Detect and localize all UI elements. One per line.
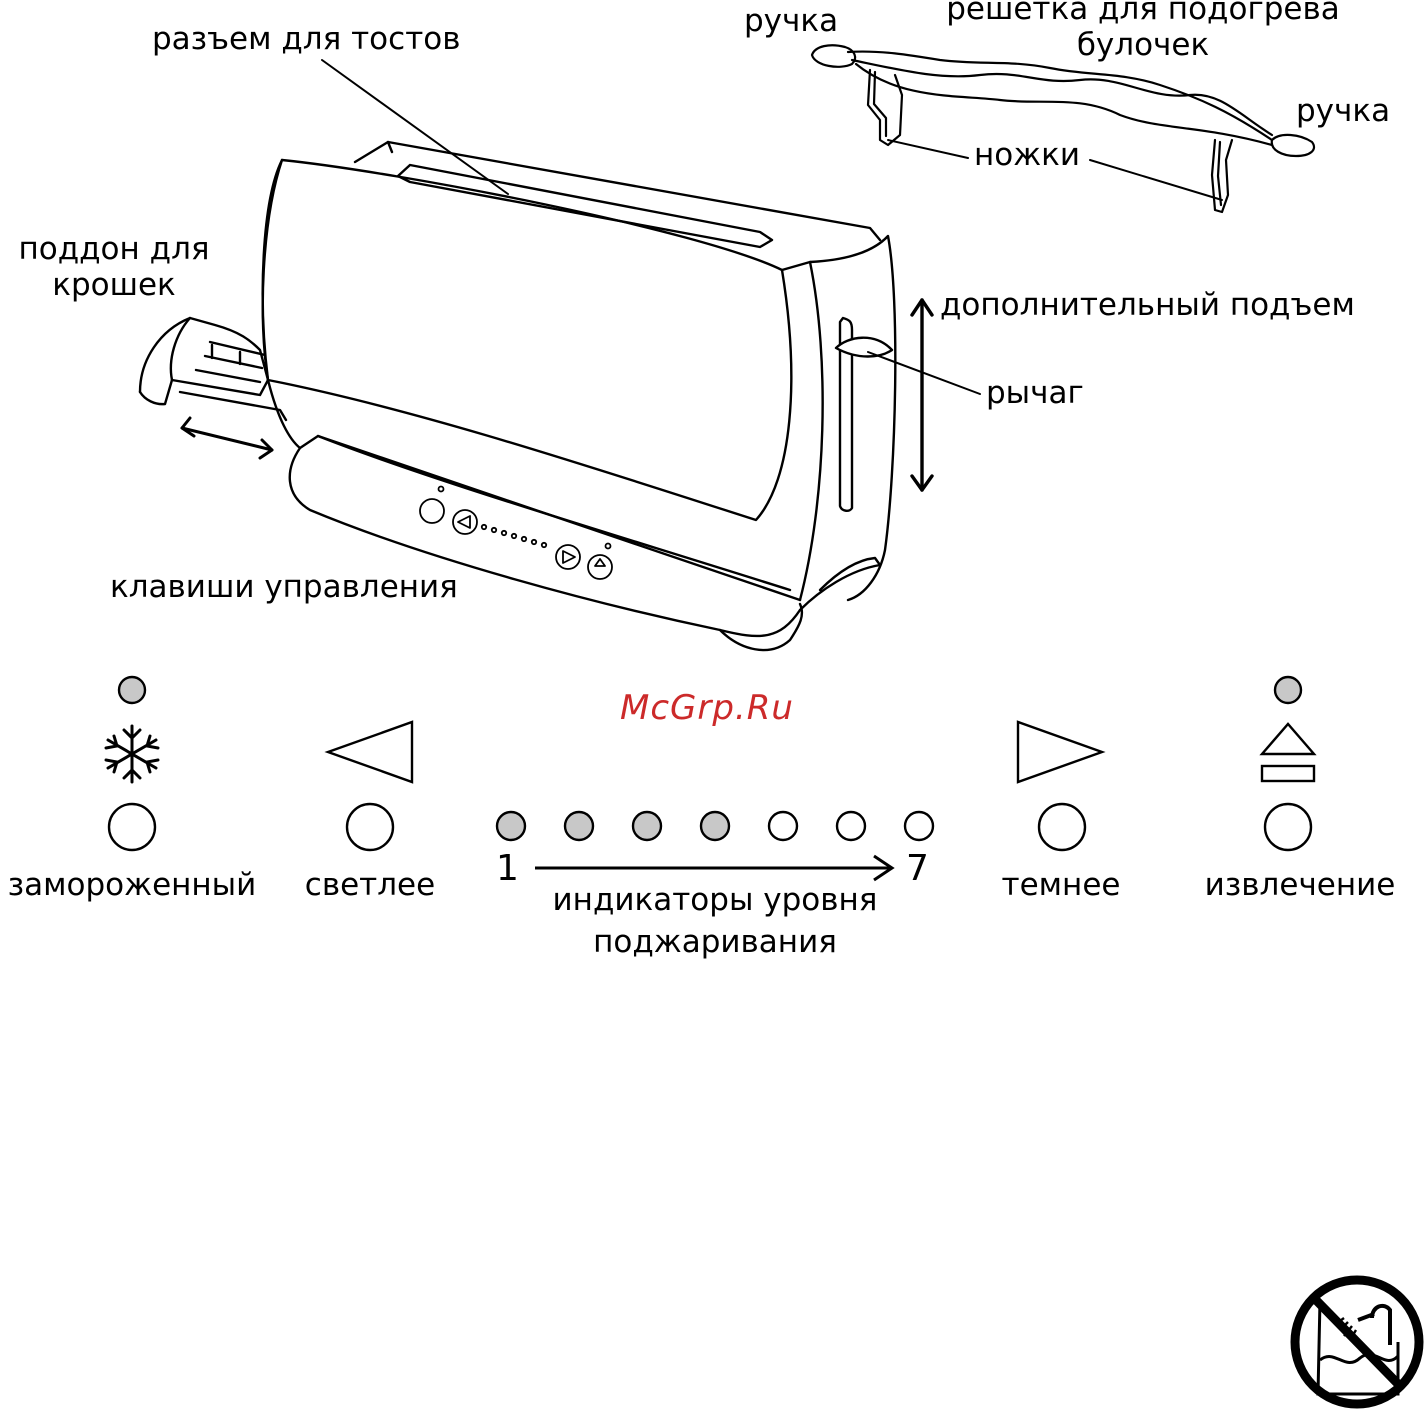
darker-button [1039,804,1085,850]
no-immersion-icon [1295,1280,1419,1404]
label-lighter: светлее [290,868,450,904]
level-indicator-7 [905,812,933,840]
eject-indicator [1275,677,1301,703]
level-arrow [535,856,892,880]
label-levels-caption: индикаторы уровня поджаривания [520,880,910,964]
triangle-left-icon [328,722,412,782]
level-indicators [497,812,933,840]
eject-icon [1262,724,1314,781]
level-indicator-4 [701,812,729,840]
lighter-button [347,804,393,850]
label-frozen: замороженный [0,868,264,904]
level-indicator-2 [565,812,593,840]
label-level-min: 1 [496,848,519,889]
label-darker: темнее [980,868,1142,904]
level-indicator-5 [769,812,797,840]
level-indicator-6 [837,812,865,840]
level-indicator-3 [633,812,661,840]
triangle-right-icon [1018,722,1102,782]
level-indicator-1 [497,812,525,840]
eject-button [1265,804,1311,850]
frozen-indicator [119,677,145,703]
label-eject: извлечение [1190,868,1410,904]
snowflake-icon [106,726,158,782]
frozen-button [109,804,155,850]
